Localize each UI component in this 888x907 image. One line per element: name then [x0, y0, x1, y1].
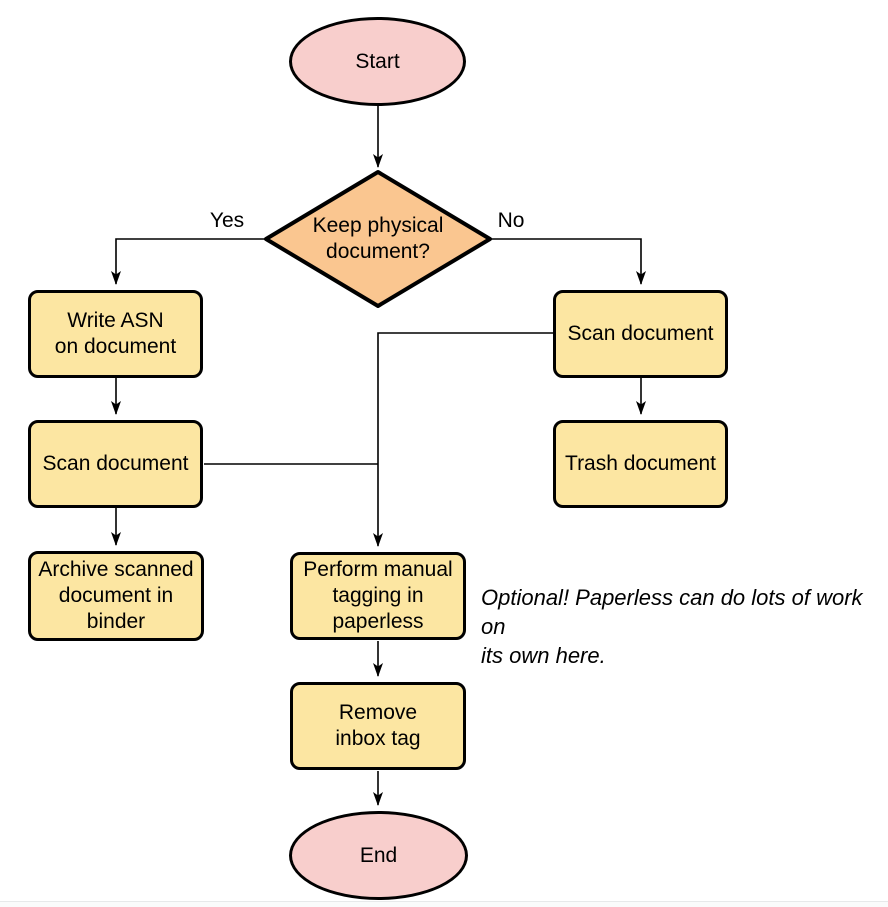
bottom-margin-area	[0, 902, 888, 907]
node-write-asn: Write ASN on document	[28, 290, 203, 378]
node-start: Start	[289, 17, 466, 106]
node-trash-document: Trash document	[553, 420, 728, 508]
branch-label-yes: Yes	[209, 209, 245, 232]
branch-label-no: No	[497, 209, 525, 232]
node-remove-inbox-tag-label: Remove inbox tag	[335, 701, 421, 750]
decision-diamond-shape	[264, 170, 492, 308]
node-scan-document-left: Scan document	[28, 420, 203, 508]
node-scan-document-left-label: Scan document	[42, 452, 189, 475]
node-start-label: Start	[355, 49, 400, 73]
edge-decision-no-to-scan-right	[489, 238, 646, 285]
node-decision-label: Keep physical document?	[312, 214, 444, 263]
edge-decision-yes-to-write-asn	[111, 238, 267, 285]
node-manual-tagging-label: Perform manual tagging in paperless	[303, 558, 453, 633]
node-scan-document-right: Scan document	[553, 290, 728, 378]
node-scan-document-right-label: Scan document	[567, 322, 714, 345]
node-archive-binder-label: Archive scanned document in binder	[38, 558, 194, 633]
node-archive-binder: Archive scanned document in binder	[28, 551, 204, 641]
node-remove-inbox-tag: Remove inbox tag	[290, 682, 466, 770]
annotation-optional-note: Optional! Paperless can do lots of work …	[481, 585, 863, 668]
node-trash-document-label: Trash document	[565, 452, 716, 475]
node-manual-tagging: Perform manual tagging in paperless	[290, 552, 466, 640]
node-end-label: End	[359, 843, 398, 867]
edge-scan-right-to-tagging	[373, 332, 553, 547]
bottom-divider-line	[0, 901, 888, 902]
node-write-asn-label: Write ASN on document	[54, 309, 177, 358]
node-decision-label-box: Keep physical document?	[278, 206, 478, 272]
node-end: End	[289, 811, 468, 900]
